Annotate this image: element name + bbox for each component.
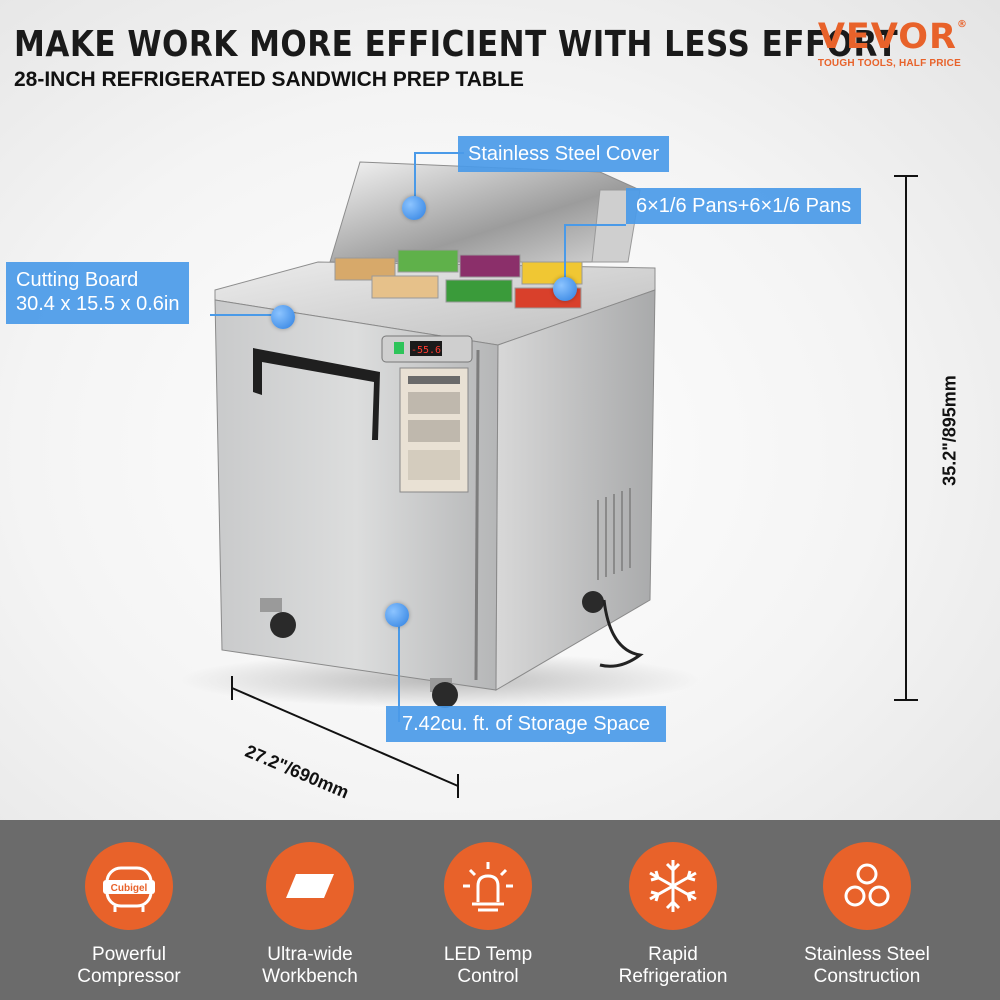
cabinet-side (495, 289, 656, 691)
height-dimension-label: 35.2"/895mm (939, 375, 960, 486)
feature-line1: Rapid (648, 944, 698, 965)
subheadline: 28-INCH REFRIGERATED SANDWICH PREP TABLE (14, 68, 524, 91)
snowflake-icon (629, 842, 717, 930)
cutting-board-dims: 30.4 x 15.5 x 0.6in (16, 293, 180, 315)
brand-logo: VEVOR® TOUGH TOOLS, HALF PRICE (817, 17, 968, 70)
pans-callout: 6×1/6 Pans+6×1/6 Pans (626, 188, 862, 224)
feature-line2: Control (457, 965, 519, 987)
feature-line2: Workbench (262, 965, 358, 987)
caster-wheels (260, 591, 604, 708)
pans-marker-dot (553, 277, 577, 301)
feature-line1: Ultra-wide (267, 944, 353, 965)
cutting-board-marker-dot (271, 305, 295, 329)
storage-callout: 7.42cu. ft. of Storage Space (386, 706, 666, 742)
feature-line1: Stainless Steel (804, 944, 930, 965)
prep-table-illustration: -55.6 (180, 161, 918, 798)
height-dimension-line (894, 175, 918, 701)
compressor-badge: Cubigel (111, 883, 148, 894)
workbench-icon (266, 842, 354, 930)
ingredient-pans (334, 249, 583, 309)
feature-line1: LED Temp (443, 944, 533, 965)
feature-line2: Construction (813, 965, 921, 987)
led-lamp-icon (444, 842, 532, 930)
cutting-board-title: Cutting Board (16, 269, 139, 291)
stainless-steel-icon (823, 842, 911, 930)
brand-name: VEVOR (817, 17, 957, 57)
feature-line2: Compressor (77, 965, 181, 987)
cutting-board-callout: Cutting Board 30.4 x 15.5 x 0.6in (6, 262, 190, 324)
brand-tagline: TOUGH TOOLS, HALF PRICE (817, 58, 961, 69)
registered-mark: ® (957, 19, 968, 30)
storage-marker-dot (385, 603, 409, 627)
power-cord (599, 599, 644, 668)
cover-marker-dot (402, 196, 426, 220)
depth-dimension-line (231, 676, 459, 798)
temp-display: -55.6 (411, 345, 441, 356)
compressor-icon: Cubigel (85, 842, 173, 930)
feature-line1: Powerful (92, 944, 166, 965)
side-vent (597, 488, 631, 580)
door-handle (253, 348, 380, 440)
headline: MAKE WORK MORE EFFICIENT WITH LESS EFFOR… (14, 24, 899, 66)
cover-callout: Stainless Steel Cover (458, 136, 670, 172)
feature-line2: Refrigeration (618, 965, 728, 987)
